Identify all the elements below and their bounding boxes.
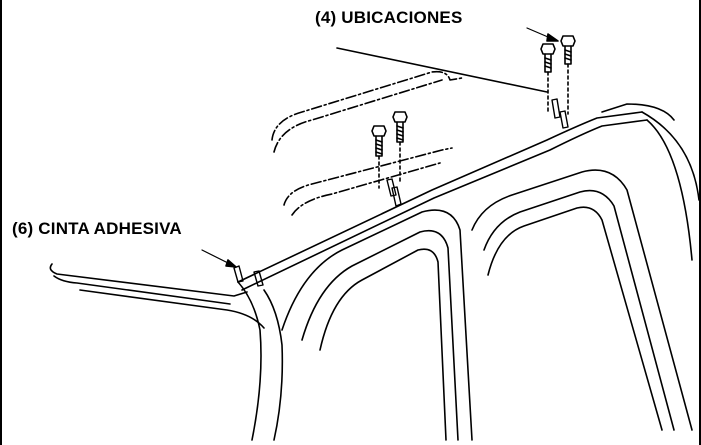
- rear-roof-edge-lower: [79, 289, 265, 329]
- roof-rail-bottom: [241, 119, 648, 291]
- rear-pillar-inner: [263, 289, 284, 441]
- rear-pillar-outer: [237, 281, 262, 441]
- locations-leader-arrow: [546, 33, 559, 42]
- rear-door-frame-inner: [483, 189, 675, 431]
- bolt-icon: [392, 111, 408, 183]
- rear-roof-edge-inner: [53, 275, 231, 305]
- tape-leader-arrow: [225, 259, 237, 268]
- roof-rail-top: [237, 111, 643, 283]
- d-pillar-inner: [646, 119, 693, 261]
- bolt-icon: [560, 35, 576, 115]
- rear-door-frame-outer: [471, 169, 693, 431]
- bolt-icon: [540, 43, 556, 115]
- door-frame-outer: [281, 209, 473, 441]
- adhesive-tape-callout: (6) CINTA ADHESIVA: [12, 219, 182, 238]
- tape-strip: [559, 110, 569, 129]
- tape-strip: [386, 178, 397, 197]
- roof-rail-end: [601, 103, 675, 121]
- locations-callout: (4) UBICACIONES: [315, 8, 463, 27]
- roof-panel-edge: [336, 47, 548, 93]
- door-frame-inner: [301, 229, 459, 441]
- roof-groove-slots: [271, 70, 463, 216]
- rear-roof-edge: [49, 263, 248, 297]
- door-window: [319, 248, 447, 441]
- rear-door-window: [487, 206, 663, 431]
- tape-strip: [233, 265, 244, 283]
- tape-strip: [253, 270, 264, 287]
- tape-strip: [391, 186, 402, 207]
- bolt-icon: [371, 125, 387, 189]
- adhesive-tape-strips: [233, 98, 569, 287]
- tape-strip: [551, 98, 561, 119]
- d-pillar: [641, 111, 699, 201]
